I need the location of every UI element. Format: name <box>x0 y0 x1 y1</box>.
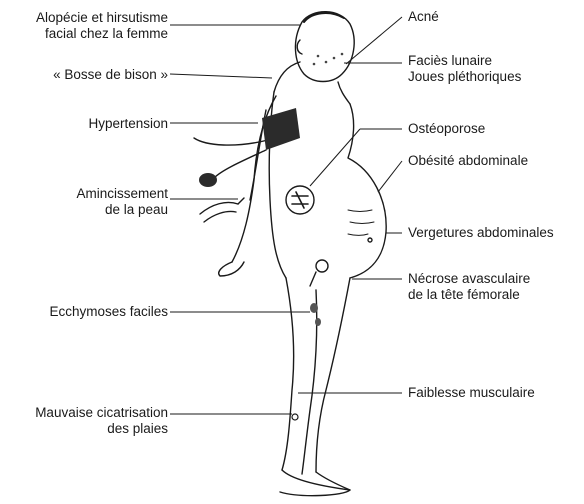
label-osteoporosis: Ostéoporose <box>408 121 485 137</box>
label-abdominal-obesity: Obésité abdominale <box>408 153 528 169</box>
bruise-2 <box>315 318 321 326</box>
label-alopecia: Alopécie et hirsutisme facial chez la fe… <box>36 10 168 42</box>
bruise-1 <box>310 303 318 313</box>
label-muscle-weakness: Faiblesse musculaire <box>408 385 535 401</box>
label-moon-face: Faciès lunaire Joues pléthoriques <box>408 53 521 85</box>
label-abdominal-striae: Vergetures abdominales <box>408 225 554 241</box>
label-hypertension: Hypertension <box>88 116 168 132</box>
label-buffalo-hump: « Bosse de bison » <box>53 67 168 83</box>
bp-bulb-icon <box>199 173 217 187</box>
label-femoral-necrosis: Nécrose avasculaire de la tête fémorale <box>408 271 530 303</box>
label-skin-thinning: Amincissement de la peau <box>76 186 168 218</box>
wound-mark <box>292 414 298 420</box>
label-bruising: Ecchymoses faciles <box>49 304 168 320</box>
label-acne: Acné <box>408 9 439 25</box>
label-poor-healing: Mauvaise cicatrisation des plaies <box>35 405 168 437</box>
